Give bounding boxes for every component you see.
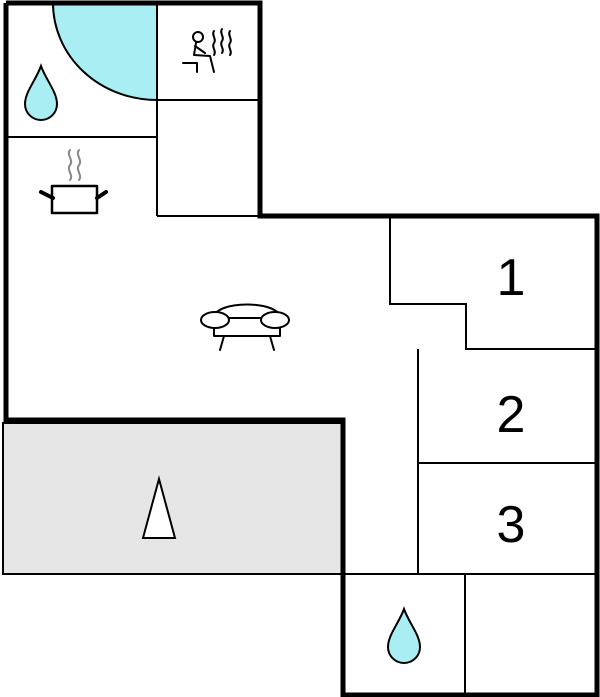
inner-walls	[6, 3, 597, 695]
water-drop-icon	[386, 606, 422, 664]
sauna-icon	[182, 28, 232, 73]
room-label-2: 2	[497, 386, 526, 444]
room-label-1: 1	[497, 249, 526, 307]
tent-icon	[141, 475, 177, 539]
cooking-pot-icon	[39, 149, 108, 215]
sofa-icon	[200, 303, 290, 351]
hot-tub	[51, 1, 158, 102]
room-label-3: 3	[497, 496, 526, 554]
terrace-area	[2, 422, 344, 575]
water-drop-icon	[23, 63, 59, 121]
